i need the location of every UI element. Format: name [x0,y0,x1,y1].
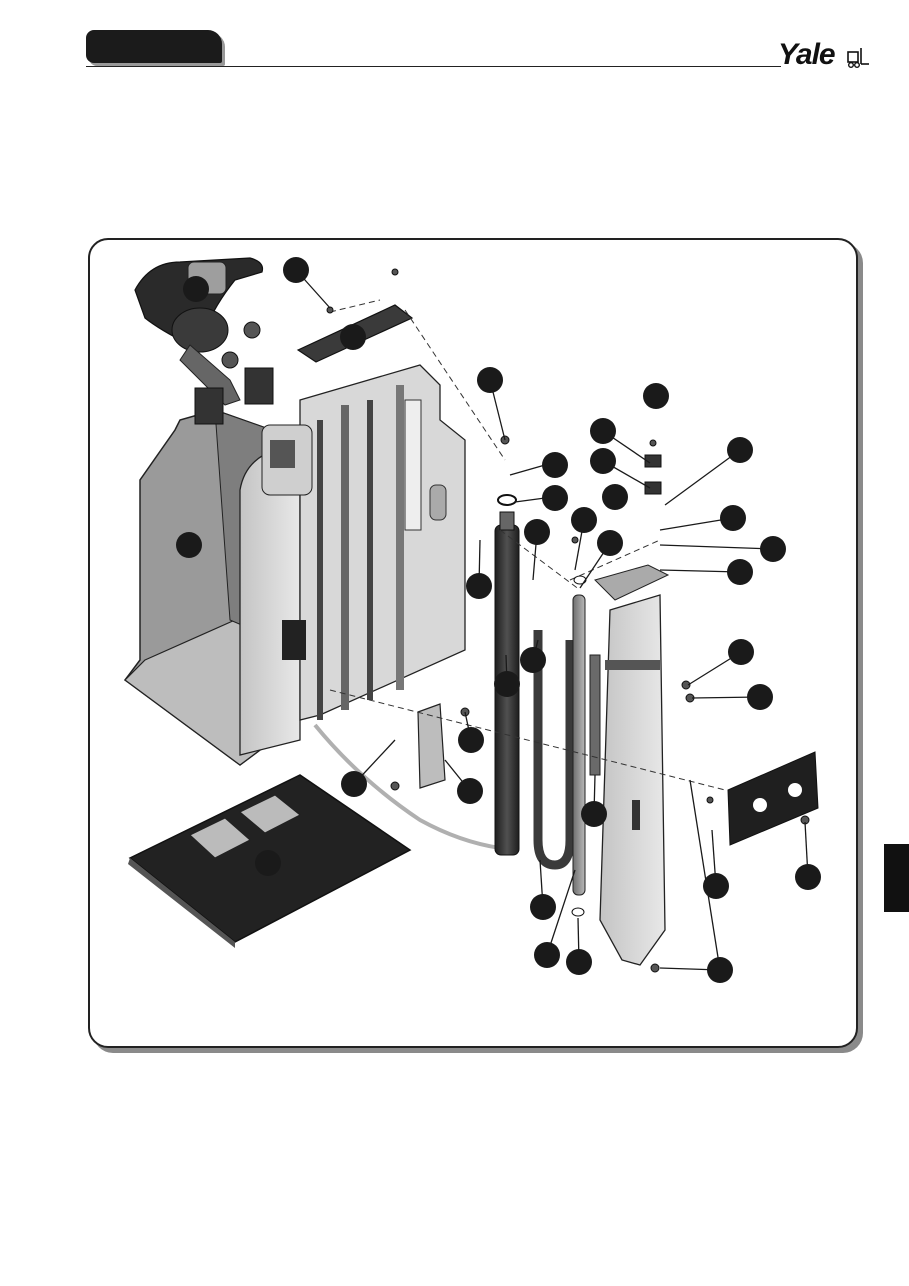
callout-bubble [703,873,729,899]
section-side-tab [884,844,909,912]
callout-bubble [760,536,786,562]
hydraulic-hose [313,723,501,850]
callout-bubble [542,485,568,511]
callout-bubble [341,771,367,797]
callout-bubble [457,778,483,804]
back-plate [727,751,819,846]
main-chassis [239,364,466,756]
callout-bubble [520,647,546,673]
callout-bubble [494,671,520,697]
callout-bubble [728,639,754,665]
callout-bubble [524,519,550,545]
callout-bubble [795,864,821,890]
mast-upright [594,564,670,966]
forklift-icon [847,48,869,69]
chain-guide [533,630,575,870]
callout-bubble [458,727,484,753]
piston-rod [572,594,586,896]
callout-bubble [340,324,366,350]
leader-lines [329,299,726,791]
callout-bubble [590,448,616,474]
callout-bubble [477,367,503,393]
callout-bubble [176,532,202,558]
brand-logo: Yale [778,38,874,72]
callout-bubble [643,383,669,409]
callout-bubble [590,418,616,444]
callout-bubble [183,276,209,302]
callout-bubble [727,559,753,585]
mounting-bracket [417,703,446,789]
callout-bubble [542,452,568,478]
callout-bubble [571,507,597,533]
callout-bubble [597,530,623,556]
callout-bubble [255,850,281,876]
callout-bubble [727,437,753,463]
section-header-tab [86,30,222,63]
brand-name: Yale [778,38,836,71]
callout-bubble [283,257,309,283]
header-rule [86,66,781,67]
callout-bubble [534,942,560,968]
callout-bubble [581,801,607,827]
callout-bubble [530,894,556,920]
callout-bubble [747,684,773,710]
callout-bubble [566,949,592,975]
callout-bubble [707,957,733,983]
callout-bubble [720,505,746,531]
callout-bubble [602,484,628,510]
callout-bubbles [176,257,821,983]
callout-bubble [466,573,492,599]
